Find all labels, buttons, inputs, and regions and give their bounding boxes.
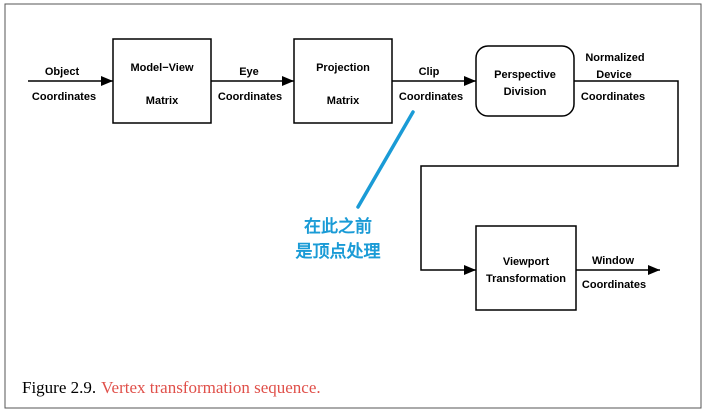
box-perspective-title: Perspective — [494, 69, 556, 81]
viewport-transformation-box — [475, 225, 577, 311]
box-projection-title: Projection — [316, 62, 370, 74]
box-perspective-subtitle: Division — [504, 86, 547, 98]
figure-frame — [4, 3, 702, 409]
caption-number: Figure 2.9. — [22, 378, 96, 397]
label-object: Object — [45, 66, 80, 78]
box-projection-subtitle: Matrix — [327, 95, 360, 107]
box-modelview-subtitle: Matrix — [146, 95, 179, 107]
label-device: Device — [596, 69, 631, 81]
caption-text: Vertex transformation sequence. — [101, 378, 321, 397]
box-modelview-title: Model−View — [130, 62, 194, 74]
label-clip-coordinates: Coordinates — [399, 91, 463, 103]
modelview-matrix-box — [112, 38, 212, 124]
label-object-coordinates: Coordinates — [32, 91, 96, 103]
box-viewport-title: Viewport — [503, 256, 550, 268]
annotation-pointer-line — [356, 110, 415, 209]
figure-caption: Figure 2.9. Vertex transformation sequenc… — [22, 378, 321, 397]
label-eye-coordinates: Coordinates — [218, 91, 282, 103]
label-normalized: Normalized — [585, 52, 644, 64]
box-viewport-subtitle: Transformation — [486, 273, 566, 285]
label-ndc-coordinates: Coordinates — [581, 91, 645, 103]
perspective-division-box — [475, 45, 575, 117]
label-window-coordinates: Coordinates — [582, 279, 646, 291]
annotation-line-1: 在此之前 — [304, 216, 372, 237]
annotation-line-2: 是顶点处理 — [296, 241, 381, 262]
label-window: Window — [592, 255, 634, 267]
projection-matrix-box — [293, 38, 393, 124]
label-eye: Eye — [239, 66, 259, 78]
arrow-ndc-to-viewport — [420, 80, 679, 275]
label-clip: Clip — [419, 66, 440, 78]
